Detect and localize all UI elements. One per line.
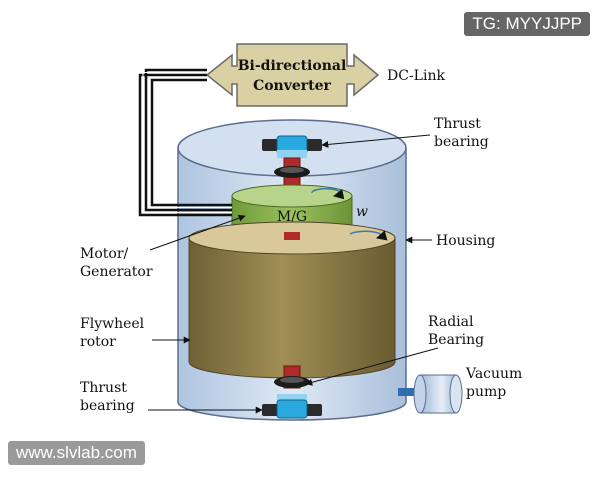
watermark-top: TG: MYYJJPP (464, 12, 590, 36)
label-flywheel-1: Flywheel (80, 316, 145, 332)
label-motor-2: Generator (80, 264, 153, 280)
label-vacuum-1: Vacuum (465, 366, 522, 382)
converter-label-line1: Bi-directional (238, 58, 347, 74)
label-motor-1: Motor/ (80, 246, 129, 262)
converter-label-line2: Converter (253, 78, 331, 94)
leader-arrows (148, 134, 439, 414)
flywheel-rotor (188, 221, 396, 379)
label-vacuum-2: pump (466, 384, 506, 400)
omega-label: w (356, 204, 368, 220)
watermark-bottom: www.slvlab.com (8, 441, 145, 465)
motor-generator-text: M/G (277, 209, 307, 225)
thrust-bearing-top (262, 135, 322, 158)
thrust-bearing-bottom (262, 394, 322, 419)
label-radial-2: Bearing (428, 332, 484, 348)
dc-link-label: DC-Link (387, 68, 445, 84)
converter-block: Bi-directional Converter (205, 43, 380, 107)
label-housing: Housing (436, 233, 495, 249)
vacuum-pump (398, 374, 463, 414)
label-thrust-bearing-top-2: bearing (434, 134, 489, 150)
label-thrust-bearing-bottom-2: bearing (80, 398, 135, 414)
label-thrust-bearing-top-1: Thrust (434, 116, 481, 132)
label-thrust-bearing-bottom-1: Thrust (80, 380, 127, 396)
label-flywheel-2: rotor (80, 334, 116, 350)
label-radial-1: Radial (428, 314, 474, 330)
converter-wires (138, 68, 232, 217)
